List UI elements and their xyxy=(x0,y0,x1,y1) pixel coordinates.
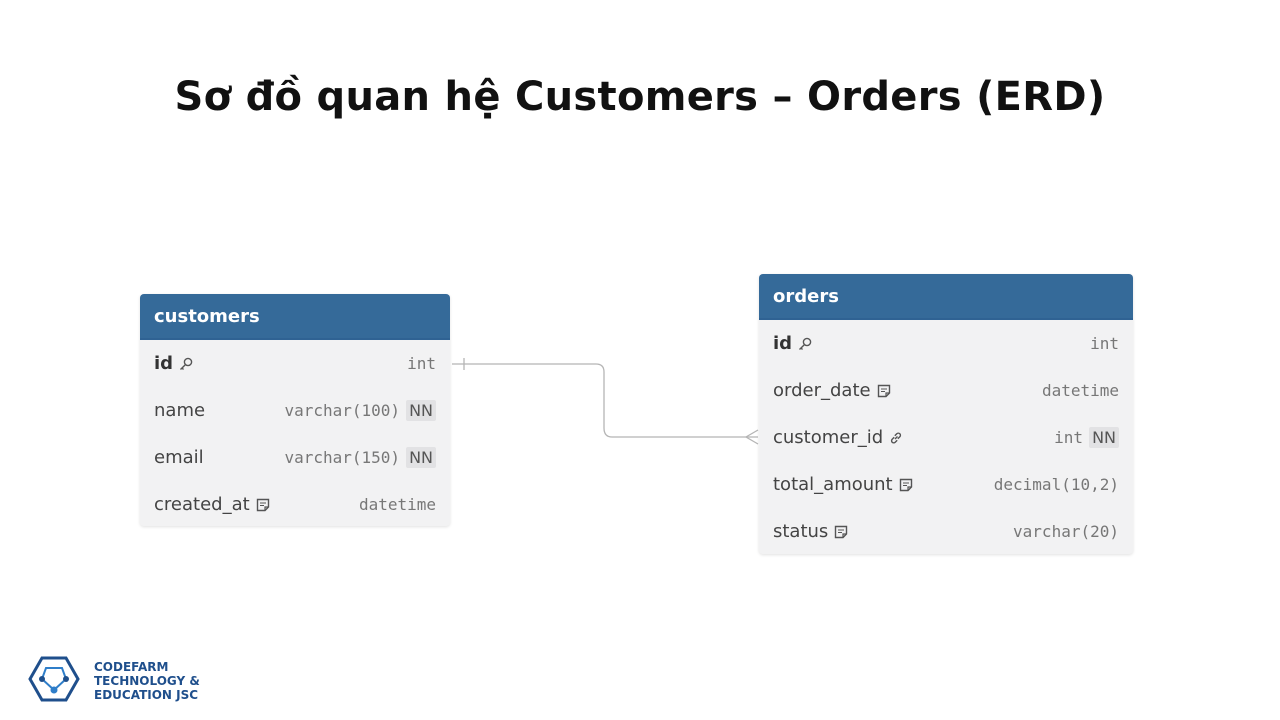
column-type: decimal(10,2) xyxy=(993,475,1119,494)
company-name-line: CODEFARM xyxy=(94,660,169,674)
column-name: created_at xyxy=(154,494,250,515)
customers-column-id[interactable]: id int xyxy=(140,340,450,387)
column-name: order_date xyxy=(773,380,871,401)
key-icon xyxy=(797,336,813,352)
customers-table[interactable]: customers id int name varchar(100) NN em… xyxy=(140,294,450,526)
orders-column-customer-id[interactable]: customer_id int NN xyxy=(759,414,1133,461)
orders-column-status[interactable]: status varchar(20) xyxy=(759,508,1133,554)
customers-table-header[interactable]: customers xyxy=(140,294,450,340)
column-name: status xyxy=(773,521,829,542)
hexagon-network-icon xyxy=(26,654,82,708)
column-type: varchar(150) xyxy=(284,448,401,467)
not-null-badge: NN xyxy=(406,447,436,468)
relationship-line xyxy=(452,363,758,438)
orders-table-header[interactable]: orders xyxy=(759,274,1133,320)
many-end-marker xyxy=(744,429,759,445)
column-type: int xyxy=(407,354,436,373)
not-null-badge: NN xyxy=(406,400,436,421)
company-name-line: TECHNOLOGY & xyxy=(94,674,200,688)
note-icon xyxy=(876,383,892,399)
column-name: id xyxy=(154,353,174,374)
column-name: total_amount xyxy=(773,474,893,495)
diagram-title: Sơ đồ quan hệ Customers – Orders (ERD) xyxy=(174,74,1106,120)
column-type: int xyxy=(1054,428,1084,447)
customers-column-name[interactable]: name varchar(100) NN xyxy=(140,387,450,434)
orders-table[interactable]: orders id int order_date datetime custom… xyxy=(759,274,1133,554)
company-logo: CODEFARM TECHNOLOGY & EDUCATION JSC xyxy=(26,654,200,708)
orders-column-id[interactable]: id int xyxy=(759,320,1133,367)
not-null-badge: NN xyxy=(1089,427,1119,448)
column-name: name xyxy=(154,400,206,421)
column-type: int xyxy=(1090,334,1119,353)
column-name: customer_id xyxy=(773,427,884,448)
note-icon xyxy=(833,524,849,540)
column-type: varchar(20) xyxy=(1013,522,1119,541)
company-name: CODEFARM TECHNOLOGY & EDUCATION JSC xyxy=(94,660,200,702)
note-icon xyxy=(255,497,271,513)
link-icon xyxy=(888,430,904,446)
orders-column-total-amount[interactable]: total_amount decimal(10,2) xyxy=(759,461,1133,508)
key-icon xyxy=(178,356,194,372)
customers-column-created-at[interactable]: created_at datetime xyxy=(140,481,450,526)
column-type: varchar(100) xyxy=(284,401,401,420)
customers-column-email[interactable]: email varchar(150) NN xyxy=(140,434,450,481)
column-type: datetime xyxy=(1041,381,1119,400)
column-name: email xyxy=(154,447,204,468)
orders-column-order-date[interactable]: order_date datetime xyxy=(759,367,1133,414)
column-name: id xyxy=(773,333,793,354)
note-icon xyxy=(898,477,914,493)
column-type: datetime xyxy=(358,495,436,514)
company-name-line: EDUCATION JSC xyxy=(94,688,199,702)
